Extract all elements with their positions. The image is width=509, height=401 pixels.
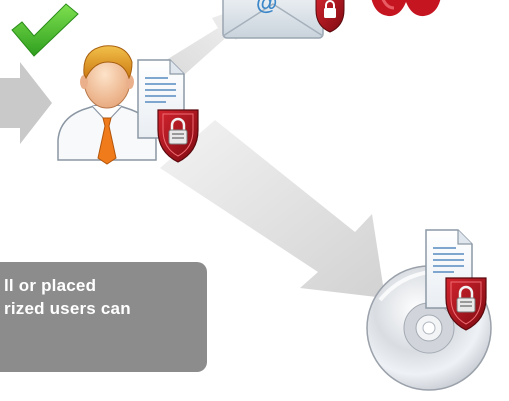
checkmark-icon (11, 3, 79, 57)
caption-line-1: ll or placed (4, 276, 97, 295)
protected-document-icon (425, 229, 487, 331)
incoming-arrow (0, 62, 52, 144)
caption-line-2: rized users can (4, 299, 131, 318)
svg-text:@: @ (256, 0, 277, 15)
protected-document-icon (137, 59, 199, 163)
user-icon (57, 45, 157, 165)
caption-box: ll or placed rized users can (0, 262, 207, 372)
red-shape-icon (371, 0, 441, 17)
email-envelope-icon: @ (222, 0, 345, 39)
arrow-to-disc (160, 120, 385, 298)
